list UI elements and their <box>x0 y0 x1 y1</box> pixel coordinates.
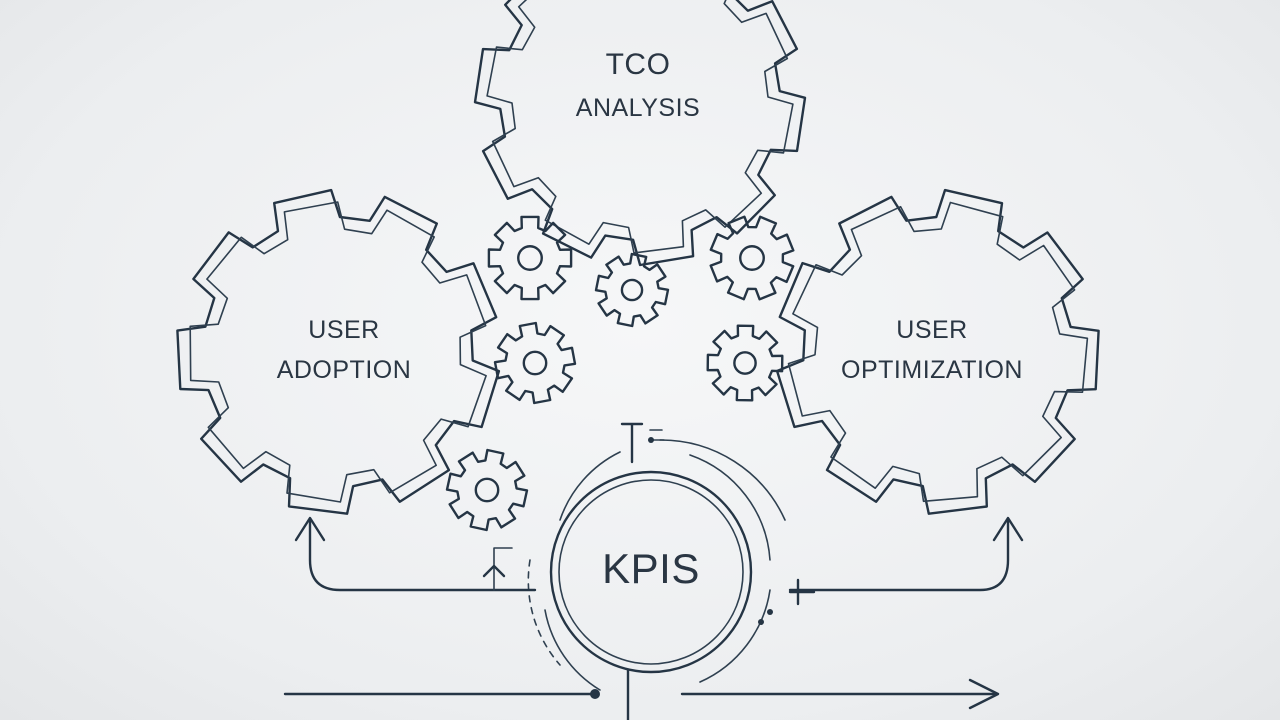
kpis-top-marker <box>620 422 644 464</box>
kpis-arc-4 <box>544 609 601 691</box>
small-gear-icon <box>487 215 573 301</box>
tco-gear-icon-inner-outline <box>486 0 794 254</box>
small-gear-outline <box>445 448 529 532</box>
bottom-arrow-head <box>968 678 1000 710</box>
small-gear-hub <box>474 477 500 503</box>
small-gear-outline <box>706 324 784 402</box>
optimization-gear-icon <box>775 188 1100 515</box>
small-gear-hub <box>739 245 765 271</box>
small-gear-hub <box>733 351 757 375</box>
kpis-dot-3 <box>758 619 764 625</box>
arrow-to-adoption <box>308 518 537 592</box>
adoption-gear-icon-inner-outline <box>189 201 487 503</box>
small-gear-icon <box>445 448 529 532</box>
adoption-branch <box>493 547 513 591</box>
small-gear-icon <box>706 324 784 402</box>
kpis-arc-3 <box>699 589 771 683</box>
small-gear-outline <box>594 252 670 328</box>
kpis-dot-2 <box>767 609 773 615</box>
adoption-branch-head <box>482 564 506 578</box>
optimization-label-line1: USER <box>896 316 967 344</box>
tco-label-line1: TCO <box>606 48 671 81</box>
small-gear-outline <box>487 215 573 301</box>
small-gear-icon <box>493 321 577 405</box>
small-gear-icon <box>594 252 670 328</box>
kpis-outer-circle <box>549 470 753 674</box>
arrow-to-optimization <box>788 518 1010 592</box>
adoption-label-line2: ADOPTION <box>277 356 412 384</box>
tco-gear-icon <box>473 0 807 267</box>
small-gear-icon <box>709 215 795 301</box>
arrow-to-optimization-head <box>992 516 1024 542</box>
small-gear-outline <box>709 215 795 301</box>
small-gear-hub <box>522 350 548 376</box>
kpis-arc-dashed <box>527 559 561 666</box>
optimization-label-line2: OPTIMIZATION <box>841 356 1023 384</box>
small-gears-group <box>445 215 795 532</box>
tco-gear-icon-outline <box>473 0 807 267</box>
kpis-arc-2 <box>689 454 771 561</box>
kpis-inner-circle <box>558 479 744 665</box>
adoption-label-line1: USER <box>308 316 379 344</box>
small-gear-hub <box>620 278 644 302</box>
kpis-arc-1 <box>559 451 621 521</box>
kpis-arc-5 <box>659 439 786 521</box>
arrow-to-adoption-head <box>294 516 326 542</box>
adoption-gear-icon-outline <box>176 188 501 515</box>
kpis-label: KPIS <box>602 545 700 592</box>
optimization-plus-mark <box>788 578 816 606</box>
tco-label-line2: ANALYSIS <box>576 94 700 122</box>
bottom-dot <box>590 689 600 699</box>
small-gear-hub <box>517 245 543 271</box>
kpis-dial: KPIS <box>527 422 786 691</box>
small-gear-outline <box>493 321 577 405</box>
kpis-dot-1 <box>648 437 654 443</box>
optimization-gear-icon-outline <box>775 188 1100 515</box>
adoption-gear-icon <box>176 188 501 515</box>
optimization-gear-icon-inner-outline <box>787 201 1089 503</box>
connector-arrows <box>283 516 1024 720</box>
